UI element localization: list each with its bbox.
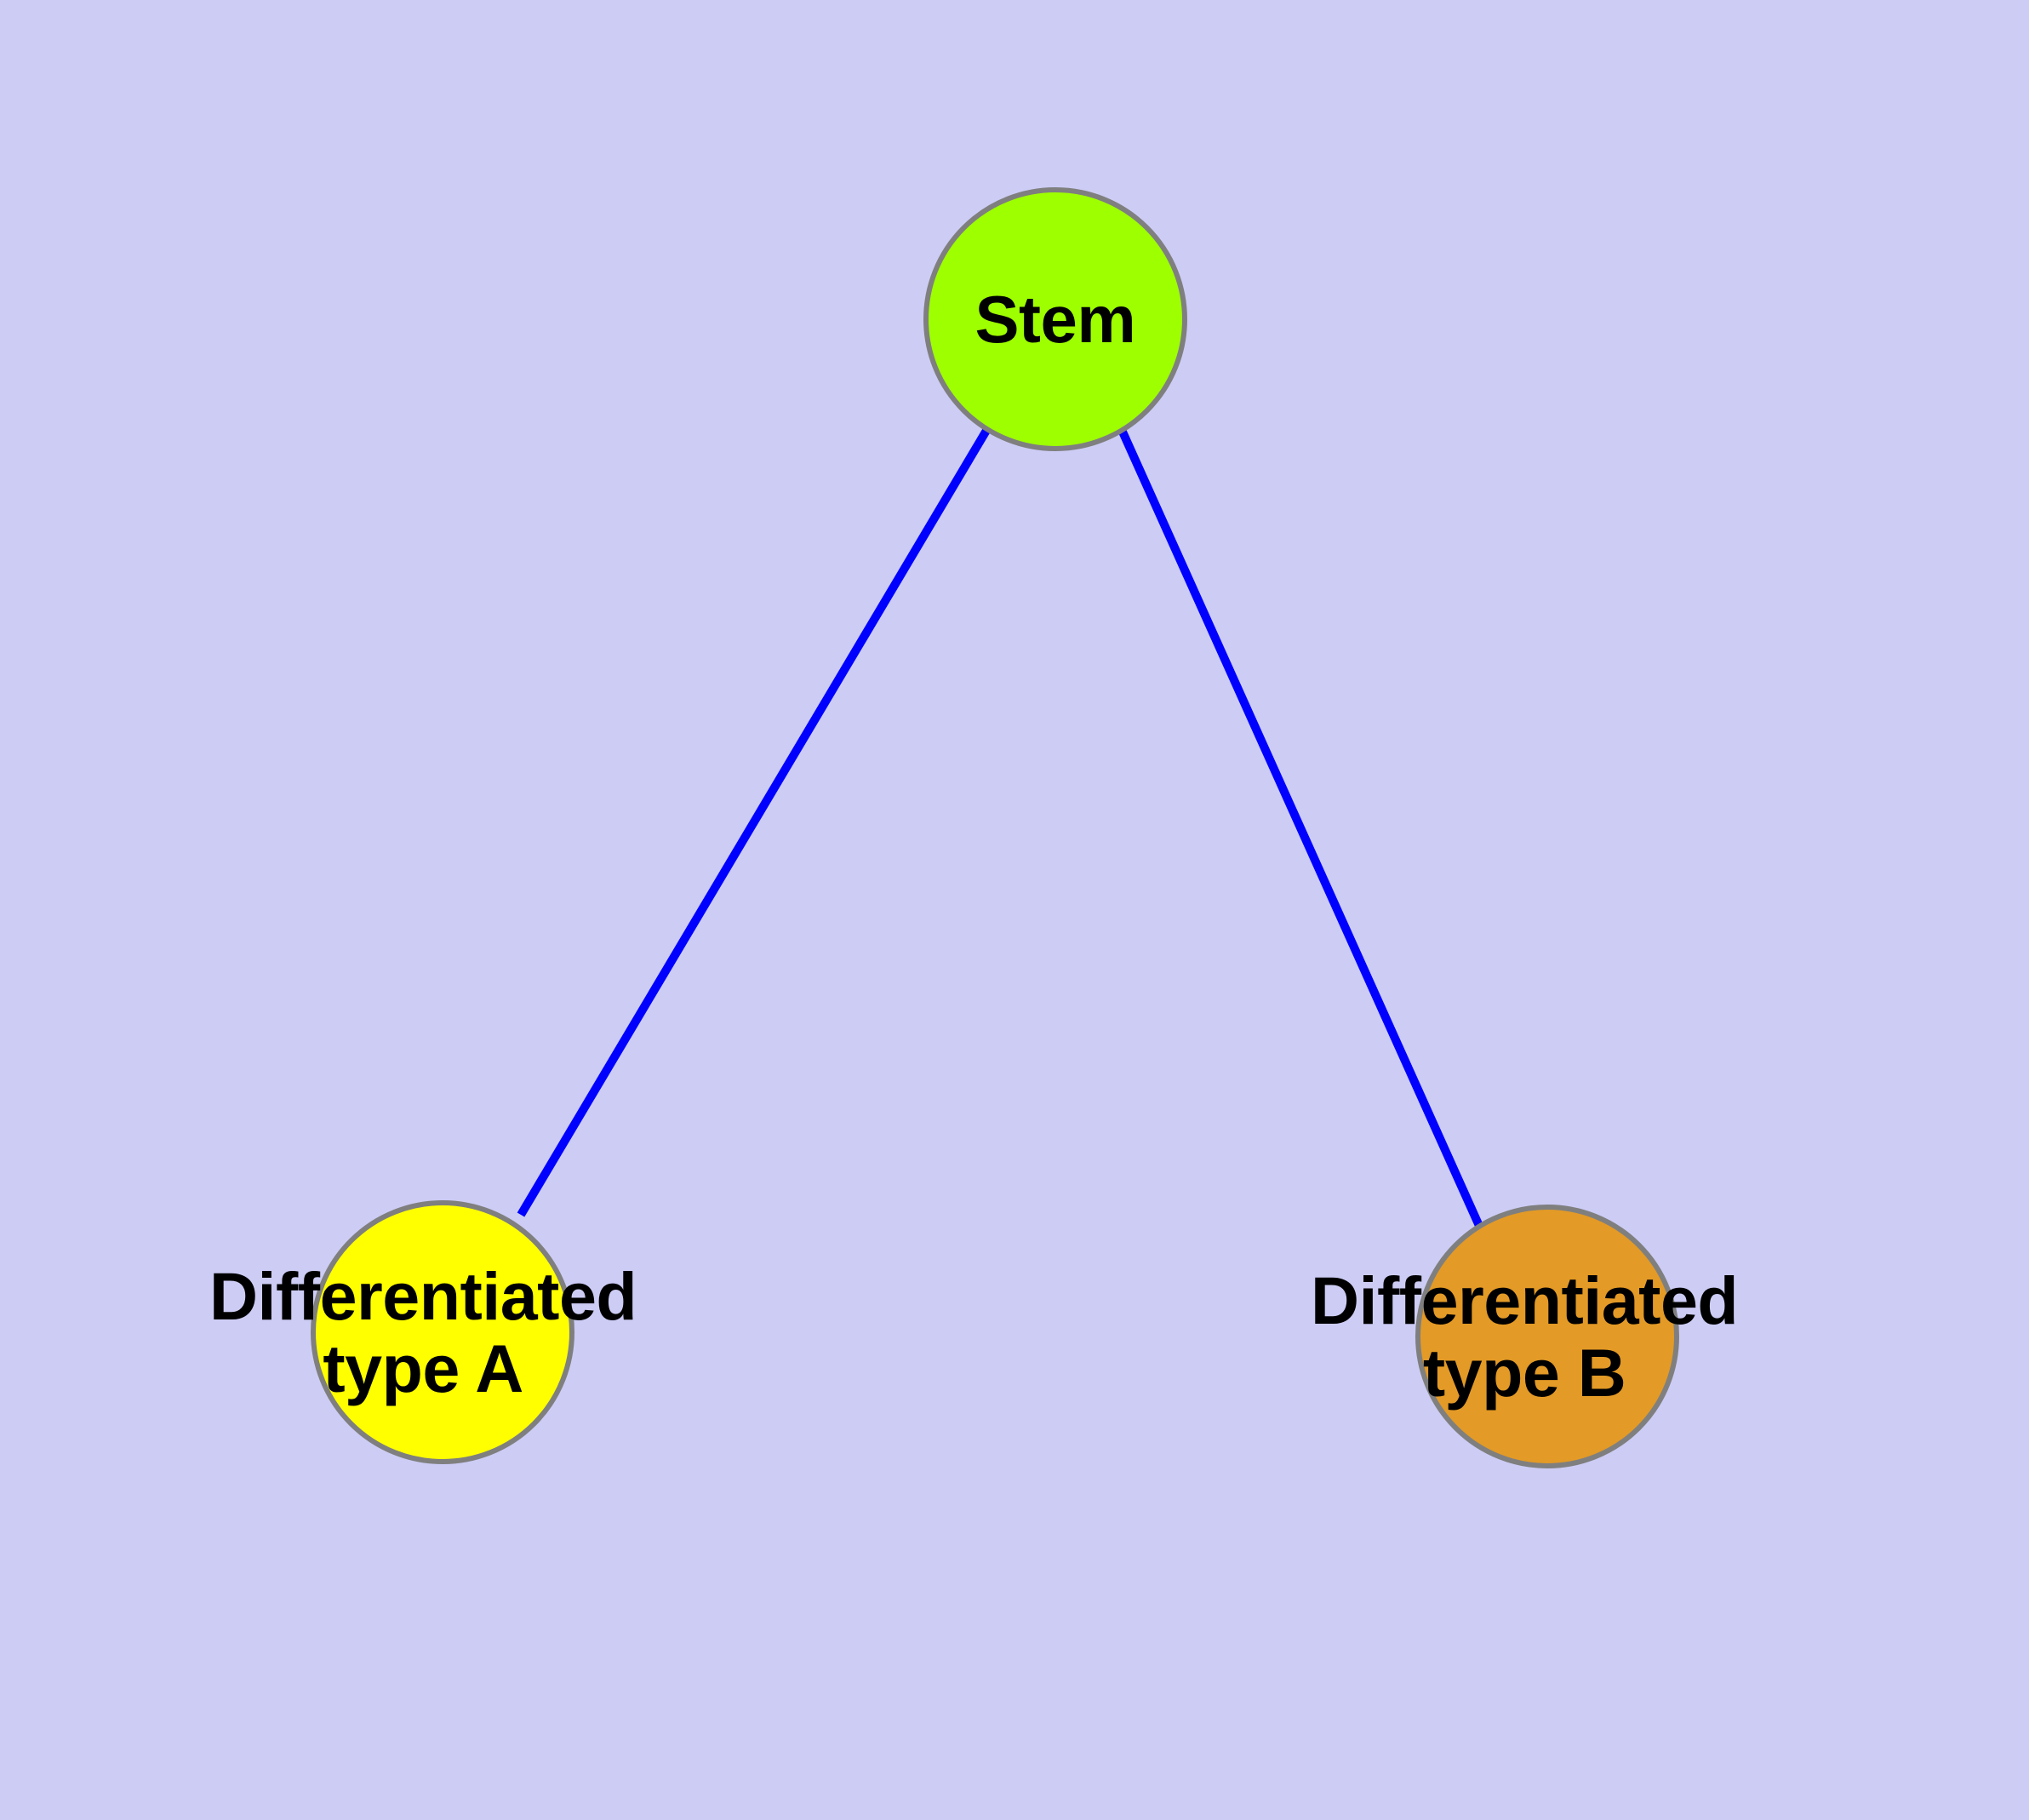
- edge-stem-to-diff-a[interactable]: [517, 426, 992, 1217]
- node-circle-stem[interactable]: [923, 187, 1187, 451]
- node-circle-diff_b[interactable]: [1415, 1205, 1679, 1468]
- edges-group: [517, 426, 1483, 1228]
- node-circle-diff_a[interactable]: [311, 1200, 574, 1464]
- edge-stem-to-diff-b[interactable]: [1117, 427, 1483, 1228]
- nodes-group: [311, 187, 1679, 1468]
